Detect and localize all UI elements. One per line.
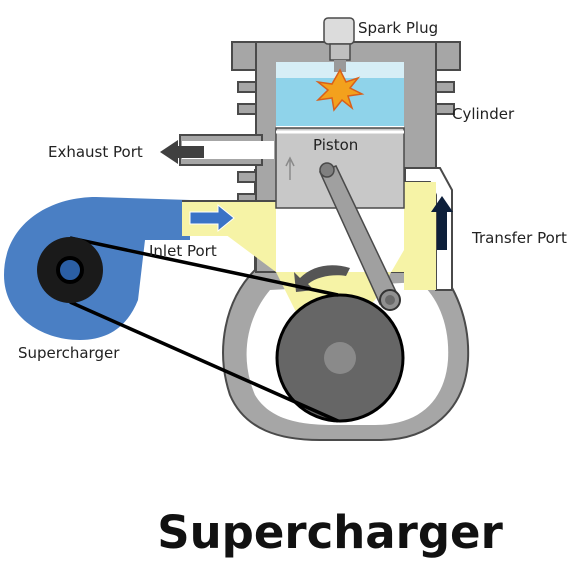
inlet-arrow-icon [189,203,235,233]
spark-icon [315,68,365,112]
label-piston: Piston [313,136,358,154]
transfer-charge [404,182,436,290]
inlet-duct [182,200,276,202]
crank-pin-center [385,295,395,305]
wrist-pin [319,162,335,178]
piston-up-arrow [285,156,295,180]
spark-plug [323,17,355,72]
label-cylinder: Cylinder [452,105,515,123]
crankshaft-hub [324,342,356,374]
drive-belt [69,236,339,423]
supercharger-pulley-inner [56,256,84,284]
label-transfer-port: Transfer Port [471,229,567,247]
rotation-arrow [294,265,350,292]
label-exhaust-port: Exhaust Port [48,143,143,161]
label-spark-plug: Spark Plug [358,19,438,37]
label-inlet-port: Inlet Port [149,242,217,260]
exhaust-arrow-icon [160,140,204,164]
caption: Supercharger [157,506,503,559]
exhaust-channel [182,141,274,159]
label-supercharger: Supercharger [18,344,120,362]
transfer-arrow-icon [431,196,453,250]
